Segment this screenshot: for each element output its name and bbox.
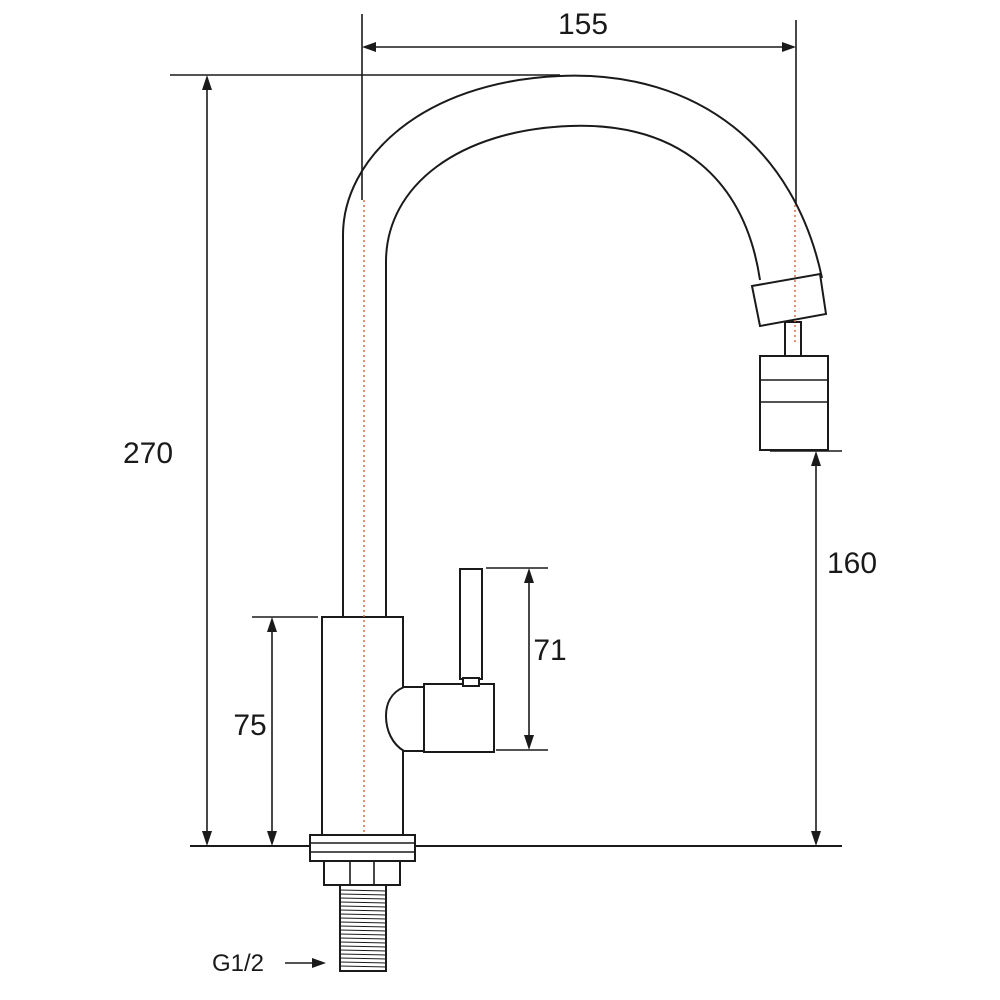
thread-line	[339, 941, 387, 944]
thread-line	[339, 921, 387, 924]
lever-hub	[384, 686, 425, 752]
connector-label: G1/2	[212, 950, 264, 977]
connector-arrow-head	[312, 958, 326, 968]
threaded-connector	[339, 884, 387, 972]
lever-base-block	[423, 683, 495, 753]
thread-line	[339, 913, 387, 916]
thread-line	[339, 929, 387, 932]
dim-160-arrow-bottom	[811, 831, 821, 846]
thread-line	[339, 937, 387, 940]
dim-71-arrow-bottom	[524, 735, 534, 750]
dim-270-arrow-bottom	[202, 831, 212, 846]
spout-outer-contour	[342, 74, 823, 616]
aerator-stem	[784, 321, 802, 359]
dim-155-label: 155	[558, 8, 608, 41]
mounting-flange	[309, 834, 416, 862]
thread-line	[339, 965, 387, 968]
thread-line	[339, 893, 387, 896]
thread-line	[339, 901, 387, 904]
aerator-block	[759, 355, 829, 451]
dim-270-arrow-top	[202, 75, 212, 90]
dim-155-arrow-left	[362, 42, 376, 52]
thread-line	[339, 889, 387, 892]
thread-line	[339, 933, 387, 936]
thread-line	[339, 897, 387, 900]
dim-71-arrow-top	[524, 568, 534, 583]
lever-handle	[459, 568, 483, 680]
spout-inner-contour	[385, 124, 761, 616]
thread-line	[339, 925, 387, 928]
spout-tip-ring	[750, 272, 828, 328]
mounting-nut	[323, 860, 401, 886]
thread-line	[339, 953, 387, 956]
thread-line	[339, 949, 387, 952]
thread-line	[339, 917, 387, 920]
dim-155-arrow-right	[782, 42, 796, 52]
dim-75-arrow-bottom	[267, 831, 277, 846]
thread-line	[339, 957, 387, 960]
dim-160-label: 160	[827, 547, 877, 580]
thread-line	[339, 945, 387, 948]
dim-160-arrow-top	[811, 451, 821, 466]
dim-71-label: 71	[533, 634, 566, 667]
thread-line	[339, 905, 387, 908]
dim-270-label: 270	[123, 437, 173, 470]
dim-75-label: 75	[233, 709, 266, 742]
thread-line	[339, 961, 387, 964]
thread-line	[339, 909, 387, 912]
dim-75-arrow-top	[267, 617, 277, 632]
lever-handle-collar	[462, 677, 480, 687]
